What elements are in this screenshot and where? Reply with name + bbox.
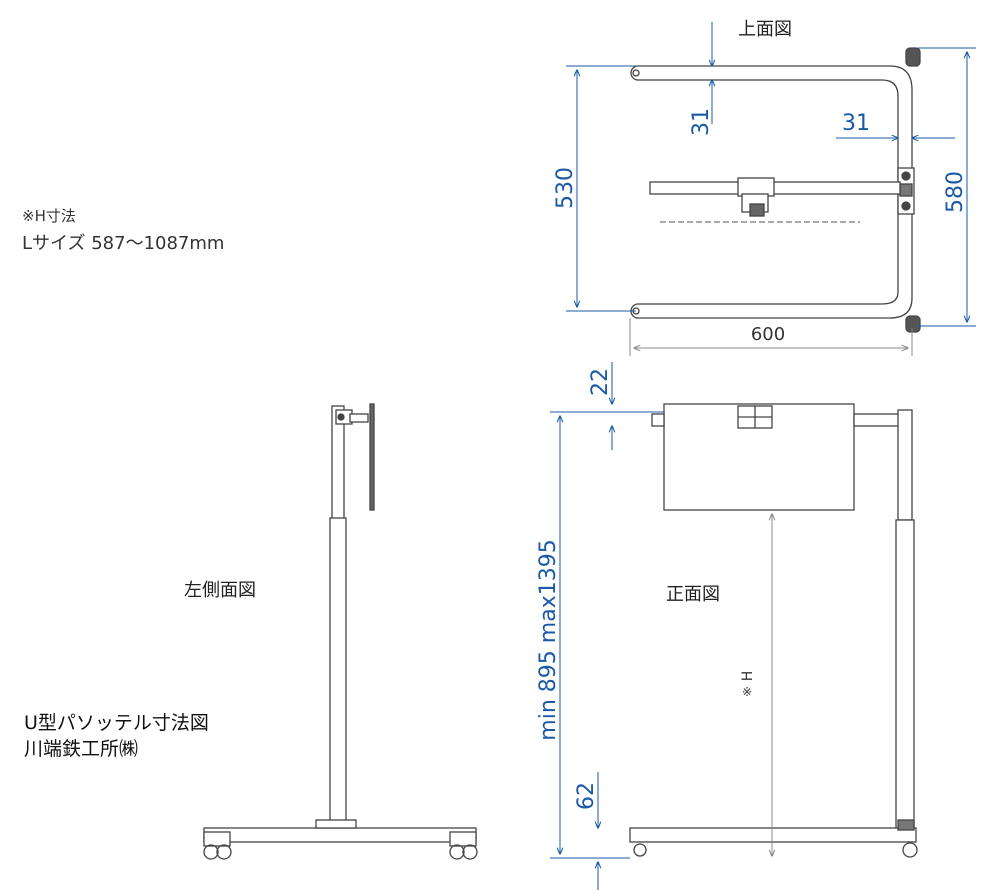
front-view-label: 正面図 bbox=[666, 584, 720, 605]
dim-h-note-mark: ※ bbox=[742, 685, 752, 699]
dim-top-offset-22: 22 bbox=[588, 368, 613, 396]
dim-depth-530: 530 bbox=[553, 167, 578, 209]
h-dimension-note: ※H寸法 bbox=[22, 207, 76, 225]
company-name: 川端鉄工所㈱ bbox=[24, 738, 139, 760]
dim-depth-580: 580 bbox=[943, 171, 968, 213]
front-view-dimensions bbox=[550, 362, 664, 890]
dim-top-tube-31: 31 bbox=[689, 108, 714, 136]
front-view-drawing bbox=[629, 403, 918, 858]
top-view-dimensions bbox=[566, 22, 976, 327]
left-side-view-drawing bbox=[203, 403, 478, 860]
dim-side-tube-31: 31 bbox=[842, 111, 870, 136]
top-view-label: 上面図 bbox=[738, 19, 792, 40]
left-side-view-label: 左側面図 bbox=[184, 580, 256, 601]
drawing-title: U型パソッテル寸法図 bbox=[24, 712, 209, 734]
dim-base-offset-62: 62 bbox=[574, 782, 599, 810]
dim-width-600: 600 bbox=[751, 324, 785, 345]
dim-height-range: min 895 max1395 bbox=[536, 539, 561, 740]
dim-h-mark: H bbox=[740, 671, 756, 682]
l-size-note: Lサイズ 587～1087mm bbox=[22, 233, 225, 254]
width-dimension bbox=[629, 318, 913, 356]
top-view-drawing bbox=[630, 47, 921, 333]
